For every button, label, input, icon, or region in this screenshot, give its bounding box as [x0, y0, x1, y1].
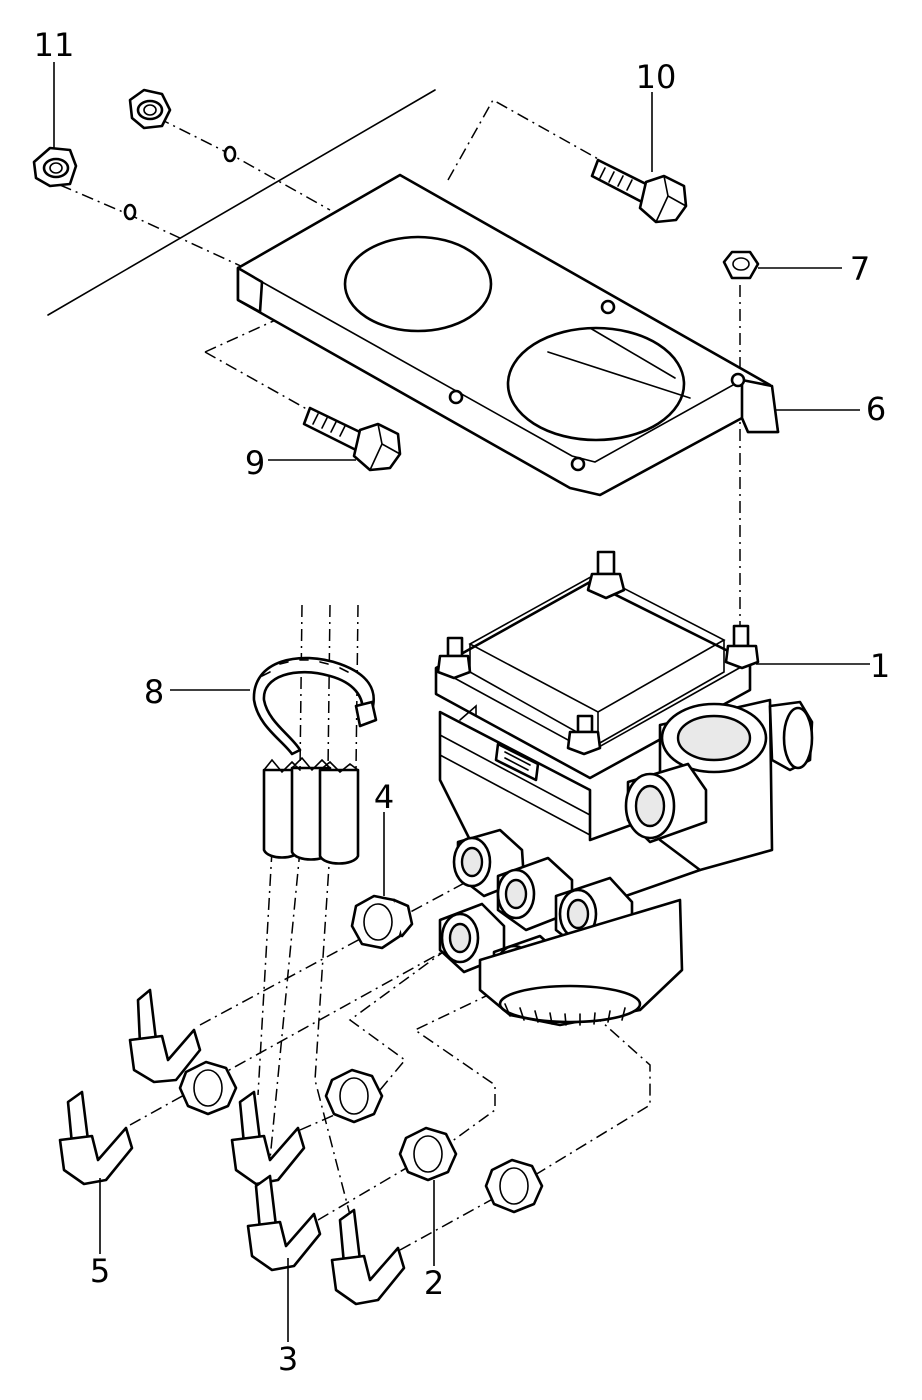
hex-bolt-10 [590, 158, 688, 224]
callout-numbers: 1 2 3 4 5 6 7 8 9 10 11 [34, 26, 891, 1378]
callout-2: 2 [424, 1264, 444, 1302]
callout-1: 1 [870, 647, 890, 685]
callout-6: 6 [866, 390, 886, 428]
callout-11: 11 [34, 26, 75, 64]
threaded-fitting-a [178, 1060, 238, 1116]
threaded-fitting-2 [398, 1126, 458, 1182]
hoses [262, 756, 360, 865]
hex-nut-7 [722, 250, 760, 280]
plug-4 [350, 894, 414, 950]
callout-10: 10 [636, 58, 677, 96]
elbow-connector-3 [246, 1174, 322, 1272]
mounting-bracket [236, 173, 780, 497]
callout-3: 3 [278, 1340, 298, 1378]
elbow-connector-c [330, 1208, 406, 1306]
callout-5: 5 [90, 1252, 110, 1290]
flange-nut-11 [32, 146, 137, 221]
threaded-fitting-b [324, 1068, 384, 1124]
callout-9: 9 [245, 444, 265, 482]
callout-7: 7 [850, 250, 870, 288]
brake-valve-body [434, 550, 814, 1027]
threaded-fitting-c [484, 1158, 544, 1214]
elbow-connector-b [230, 1090, 306, 1186]
hex-bolt-9 [302, 406, 402, 472]
elbow-connector-a [128, 988, 202, 1084]
callout-8: 8 [144, 673, 164, 711]
flange-nut-11b [128, 88, 237, 163]
hose-clamp-8 [252, 656, 378, 756]
elbow-connector-5 [58, 1090, 134, 1186]
callout-4: 4 [374, 778, 394, 816]
leader-lines [53, 62, 870, 1342]
